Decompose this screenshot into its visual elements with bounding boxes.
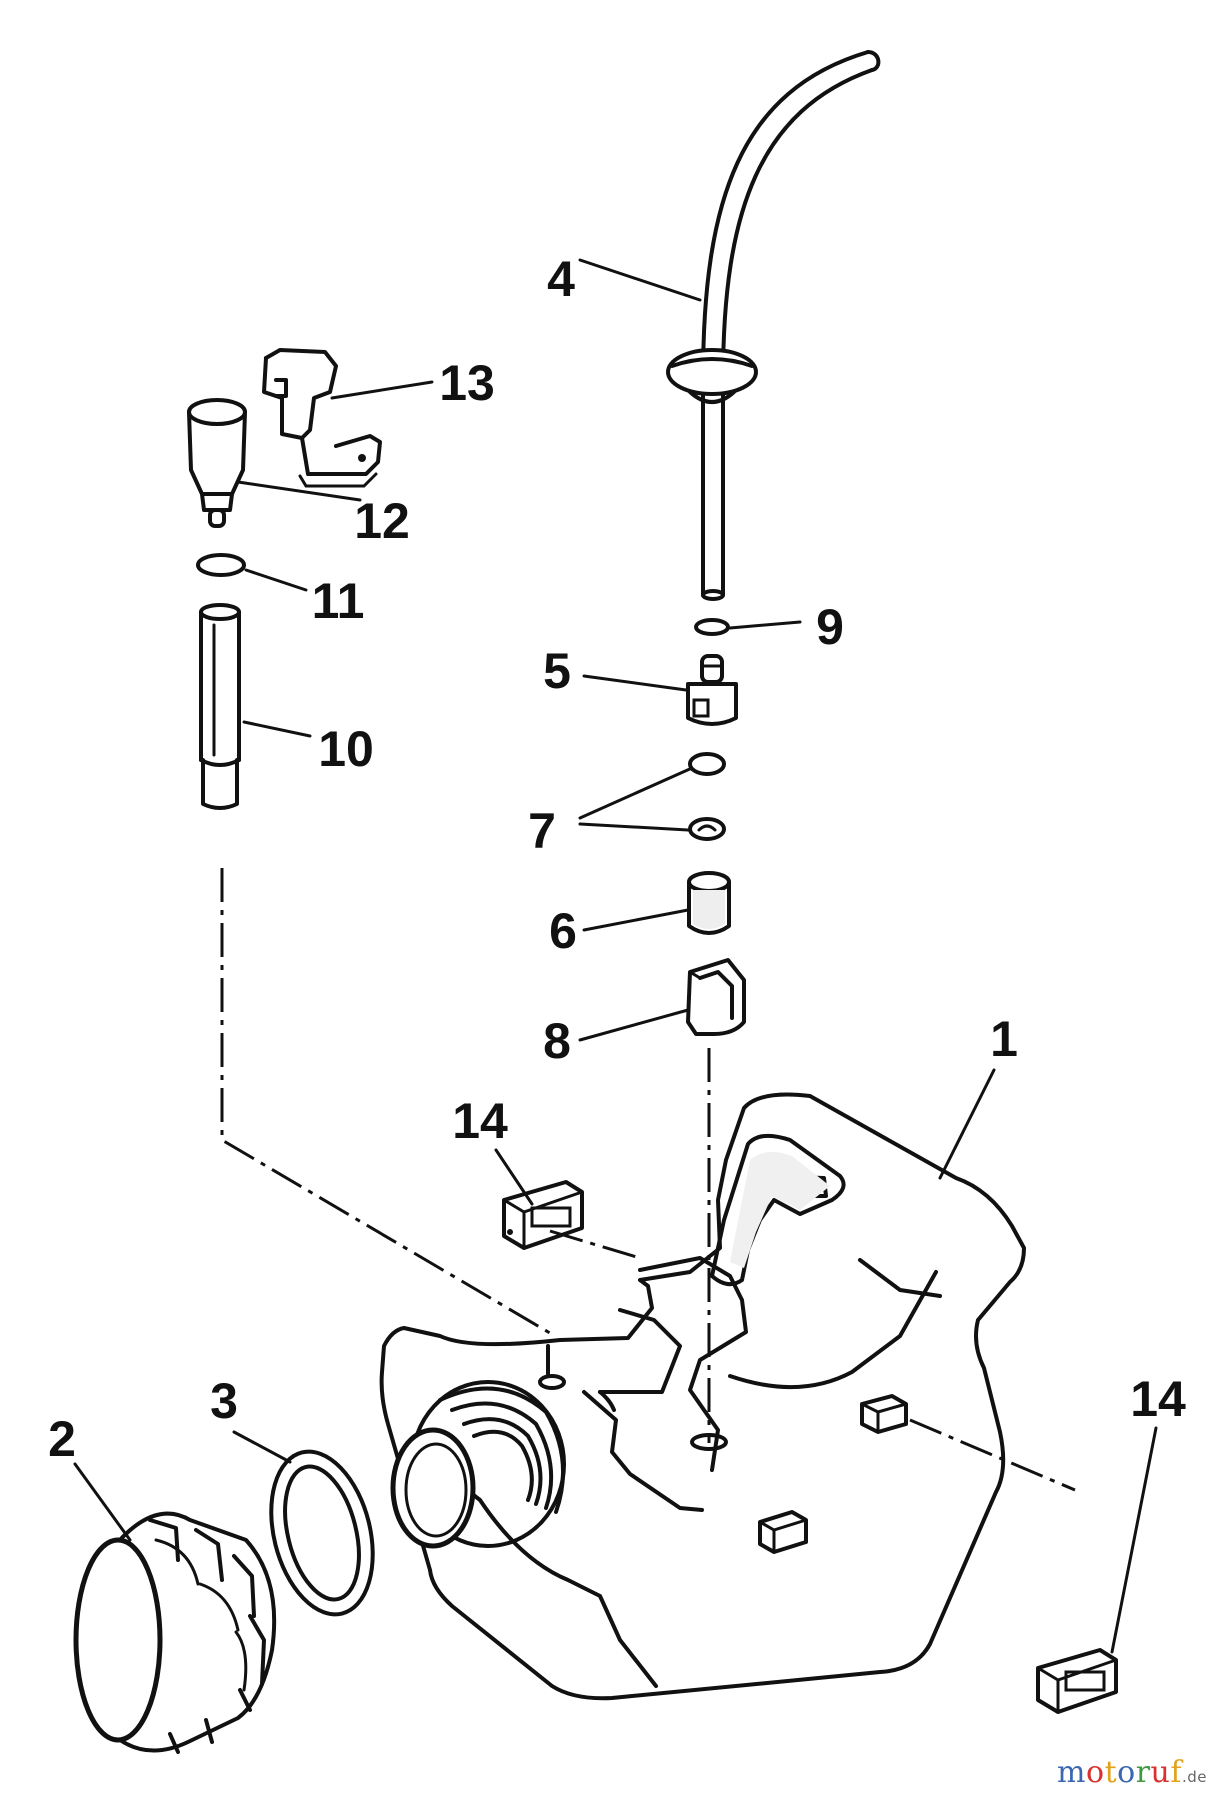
clip-part-8 <box>686 958 746 1036</box>
callout-14-right: 14 <box>1130 1371 1186 1427</box>
callout-7: 7 <box>528 803 556 859</box>
callout-13: 13 <box>439 355 495 411</box>
callout-5: 5 <box>543 643 571 699</box>
filter-fitting-part-5 <box>686 654 738 726</box>
callout-9: 9 <box>816 599 844 655</box>
oring-part-11 <box>196 553 246 577</box>
washers-part-7 <box>688 752 726 841</box>
fuel-line-part-4 <box>701 50 881 601</box>
filler-neck <box>390 1380 566 1549</box>
oring-part-9 <box>694 618 730 636</box>
callout-10: 10 <box>318 721 374 777</box>
callout-3: 3 <box>210 1373 238 1429</box>
watermark-letter: t <box>1104 1755 1118 1790</box>
filter-element-part-6 <box>687 871 731 935</box>
callout-2: 2 <box>48 1411 76 1467</box>
callout-4: 4 <box>547 251 575 307</box>
watermark-letter: f <box>1170 1755 1182 1790</box>
callout-14-top: 14 <box>452 1093 508 1149</box>
gasket-part-3 <box>269 1449 375 1617</box>
watermark-domain: .de <box>1181 1768 1207 1786</box>
callout-11: 11 <box>312 573 365 629</box>
watermark-letter: u <box>1150 1755 1171 1790</box>
assembly-centerlines <box>220 868 1076 1492</box>
tube-part-10 <box>199 603 241 810</box>
callout-6: 6 <box>549 903 577 959</box>
bracket-part-13 <box>262 348 382 488</box>
callout-8: 8 <box>543 1013 571 1069</box>
primer-part-12 <box>187 398 247 528</box>
watermark-letter: o <box>1086 1755 1105 1790</box>
grommet-part-14-top <box>502 1180 584 1250</box>
callout-12: 12 <box>354 493 410 549</box>
tank-boss-left <box>758 1510 808 1554</box>
fuel-cap-part-2 <box>73 1511 277 1754</box>
watermark-letter: o <box>1117 1755 1136 1790</box>
leader-lines <box>73 258 1158 1654</box>
grommet-part-4 <box>666 348 758 404</box>
watermark-brand: motoruf <box>1057 1755 1182 1790</box>
callout-1: 1 <box>990 1011 1018 1067</box>
tank-boss-right <box>860 1394 908 1434</box>
grommet-part-14-right <box>1036 1648 1118 1714</box>
watermark-letter: r <box>1135 1755 1151 1790</box>
watermark-letter: m <box>1057 1755 1086 1790</box>
fuel-tank-part-1 <box>379 1092 1026 1701</box>
callout-labels: 1 2 3 4 5 6 7 8 9 10 11 12 13 14 14 <box>48 251 1186 1467</box>
watermark-logo: motoruf.de <box>1057 1755 1207 1790</box>
